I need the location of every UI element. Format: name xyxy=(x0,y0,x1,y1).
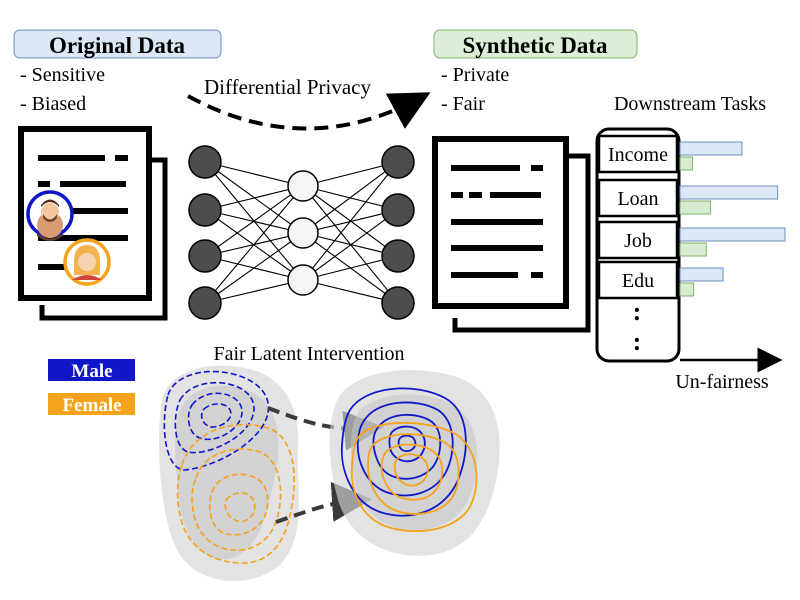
network-edge xyxy=(204,161,304,187)
legend-female-box xyxy=(48,393,135,415)
network-hidden-node xyxy=(287,217,319,249)
neural-network xyxy=(188,145,415,320)
bar-synthetic-edu xyxy=(679,282,695,297)
original-title-box xyxy=(13,29,222,59)
network-output-node xyxy=(381,239,415,273)
network-output-node xyxy=(381,286,415,320)
intervention-arrow-male xyxy=(267,406,384,451)
task-label-edu: Edu xyxy=(622,270,654,292)
network-input-node xyxy=(188,286,222,320)
task-ellipsis: : xyxy=(633,297,642,326)
task-row-job xyxy=(597,220,679,260)
synthetic-title-box xyxy=(433,29,638,59)
original-bullet-biased: - Biased xyxy=(20,93,86,115)
original-latent-distribution xyxy=(159,365,299,582)
network-edge xyxy=(302,161,399,234)
network-input-node xyxy=(188,193,222,227)
task-row-edu xyxy=(597,260,679,300)
task-row-income xyxy=(597,134,679,174)
synthetic-bullet-fair: - Fair xyxy=(441,93,485,115)
fair-latent-distribution xyxy=(329,370,500,556)
task-row-loan xyxy=(597,178,679,218)
legend-male-label: Male xyxy=(71,361,112,382)
network-edge xyxy=(302,209,399,281)
task-ellipsis-2: : xyxy=(633,327,642,356)
bar-original-income xyxy=(679,141,743,156)
network-edge xyxy=(204,232,304,304)
bar-synthetic-job xyxy=(679,242,707,257)
male-avatar-icon xyxy=(26,190,74,241)
differential-privacy-arrow xyxy=(187,92,431,131)
legend-female-label: Female xyxy=(62,395,121,416)
network-edge xyxy=(204,279,304,304)
differential-privacy-label: Differential Privacy xyxy=(204,75,371,99)
unfairness-axis-label: Un-fairness xyxy=(675,371,769,393)
network-output-node xyxy=(381,193,415,227)
bar-synthetic-income xyxy=(679,156,694,171)
network-edge xyxy=(302,161,399,281)
network-output-node xyxy=(381,145,415,179)
downstream-title: Downstream Tasks xyxy=(614,93,766,115)
network-input-node xyxy=(188,239,222,273)
network-hidden-node xyxy=(287,170,319,202)
network-edge xyxy=(204,185,304,211)
bar-original-job xyxy=(679,227,786,242)
network-input-node xyxy=(188,145,222,179)
synthetic-bullet-private: - Private xyxy=(441,64,509,86)
latent-title: Fair Latent Intervention xyxy=(213,343,404,365)
task-label-income: Income xyxy=(608,144,668,166)
synthetic-title: Synthetic Data xyxy=(462,33,608,58)
original-title: Original Data xyxy=(49,33,186,58)
network-edge xyxy=(204,185,304,304)
bar-synthetic-loan xyxy=(679,200,711,215)
task-label-job: Job xyxy=(624,230,652,252)
original-bullet-sensitive: - Sensitive xyxy=(20,64,105,86)
network-hidden-node xyxy=(287,264,319,296)
network-edge xyxy=(204,185,304,257)
bar-original-loan xyxy=(679,185,779,200)
synthetic-document-icon xyxy=(432,136,591,333)
legend-male-box xyxy=(48,359,135,381)
female-avatar-icon xyxy=(63,238,111,286)
bar-original-edu xyxy=(679,267,724,282)
task-label-loan: Loan xyxy=(617,188,658,210)
